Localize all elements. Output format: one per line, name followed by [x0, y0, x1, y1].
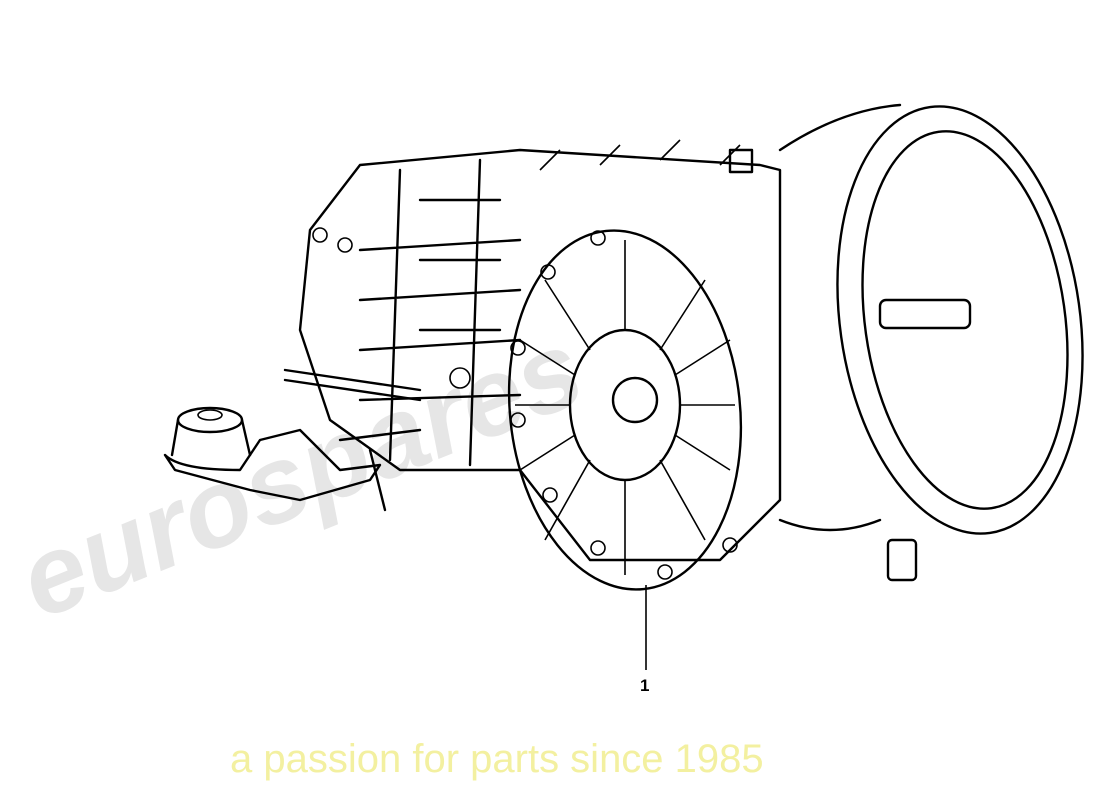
- watermark-tagline: a passion for parts since 1985: [230, 737, 764, 781]
- watermark-logo: eurospares a passion for parts since 198…: [3, 306, 764, 781]
- gearbox-drawing: [163, 103, 1084, 591]
- watermark-brand: eurospares: [3, 306, 599, 642]
- callout-label-1[interactable]: 1: [640, 676, 650, 695]
